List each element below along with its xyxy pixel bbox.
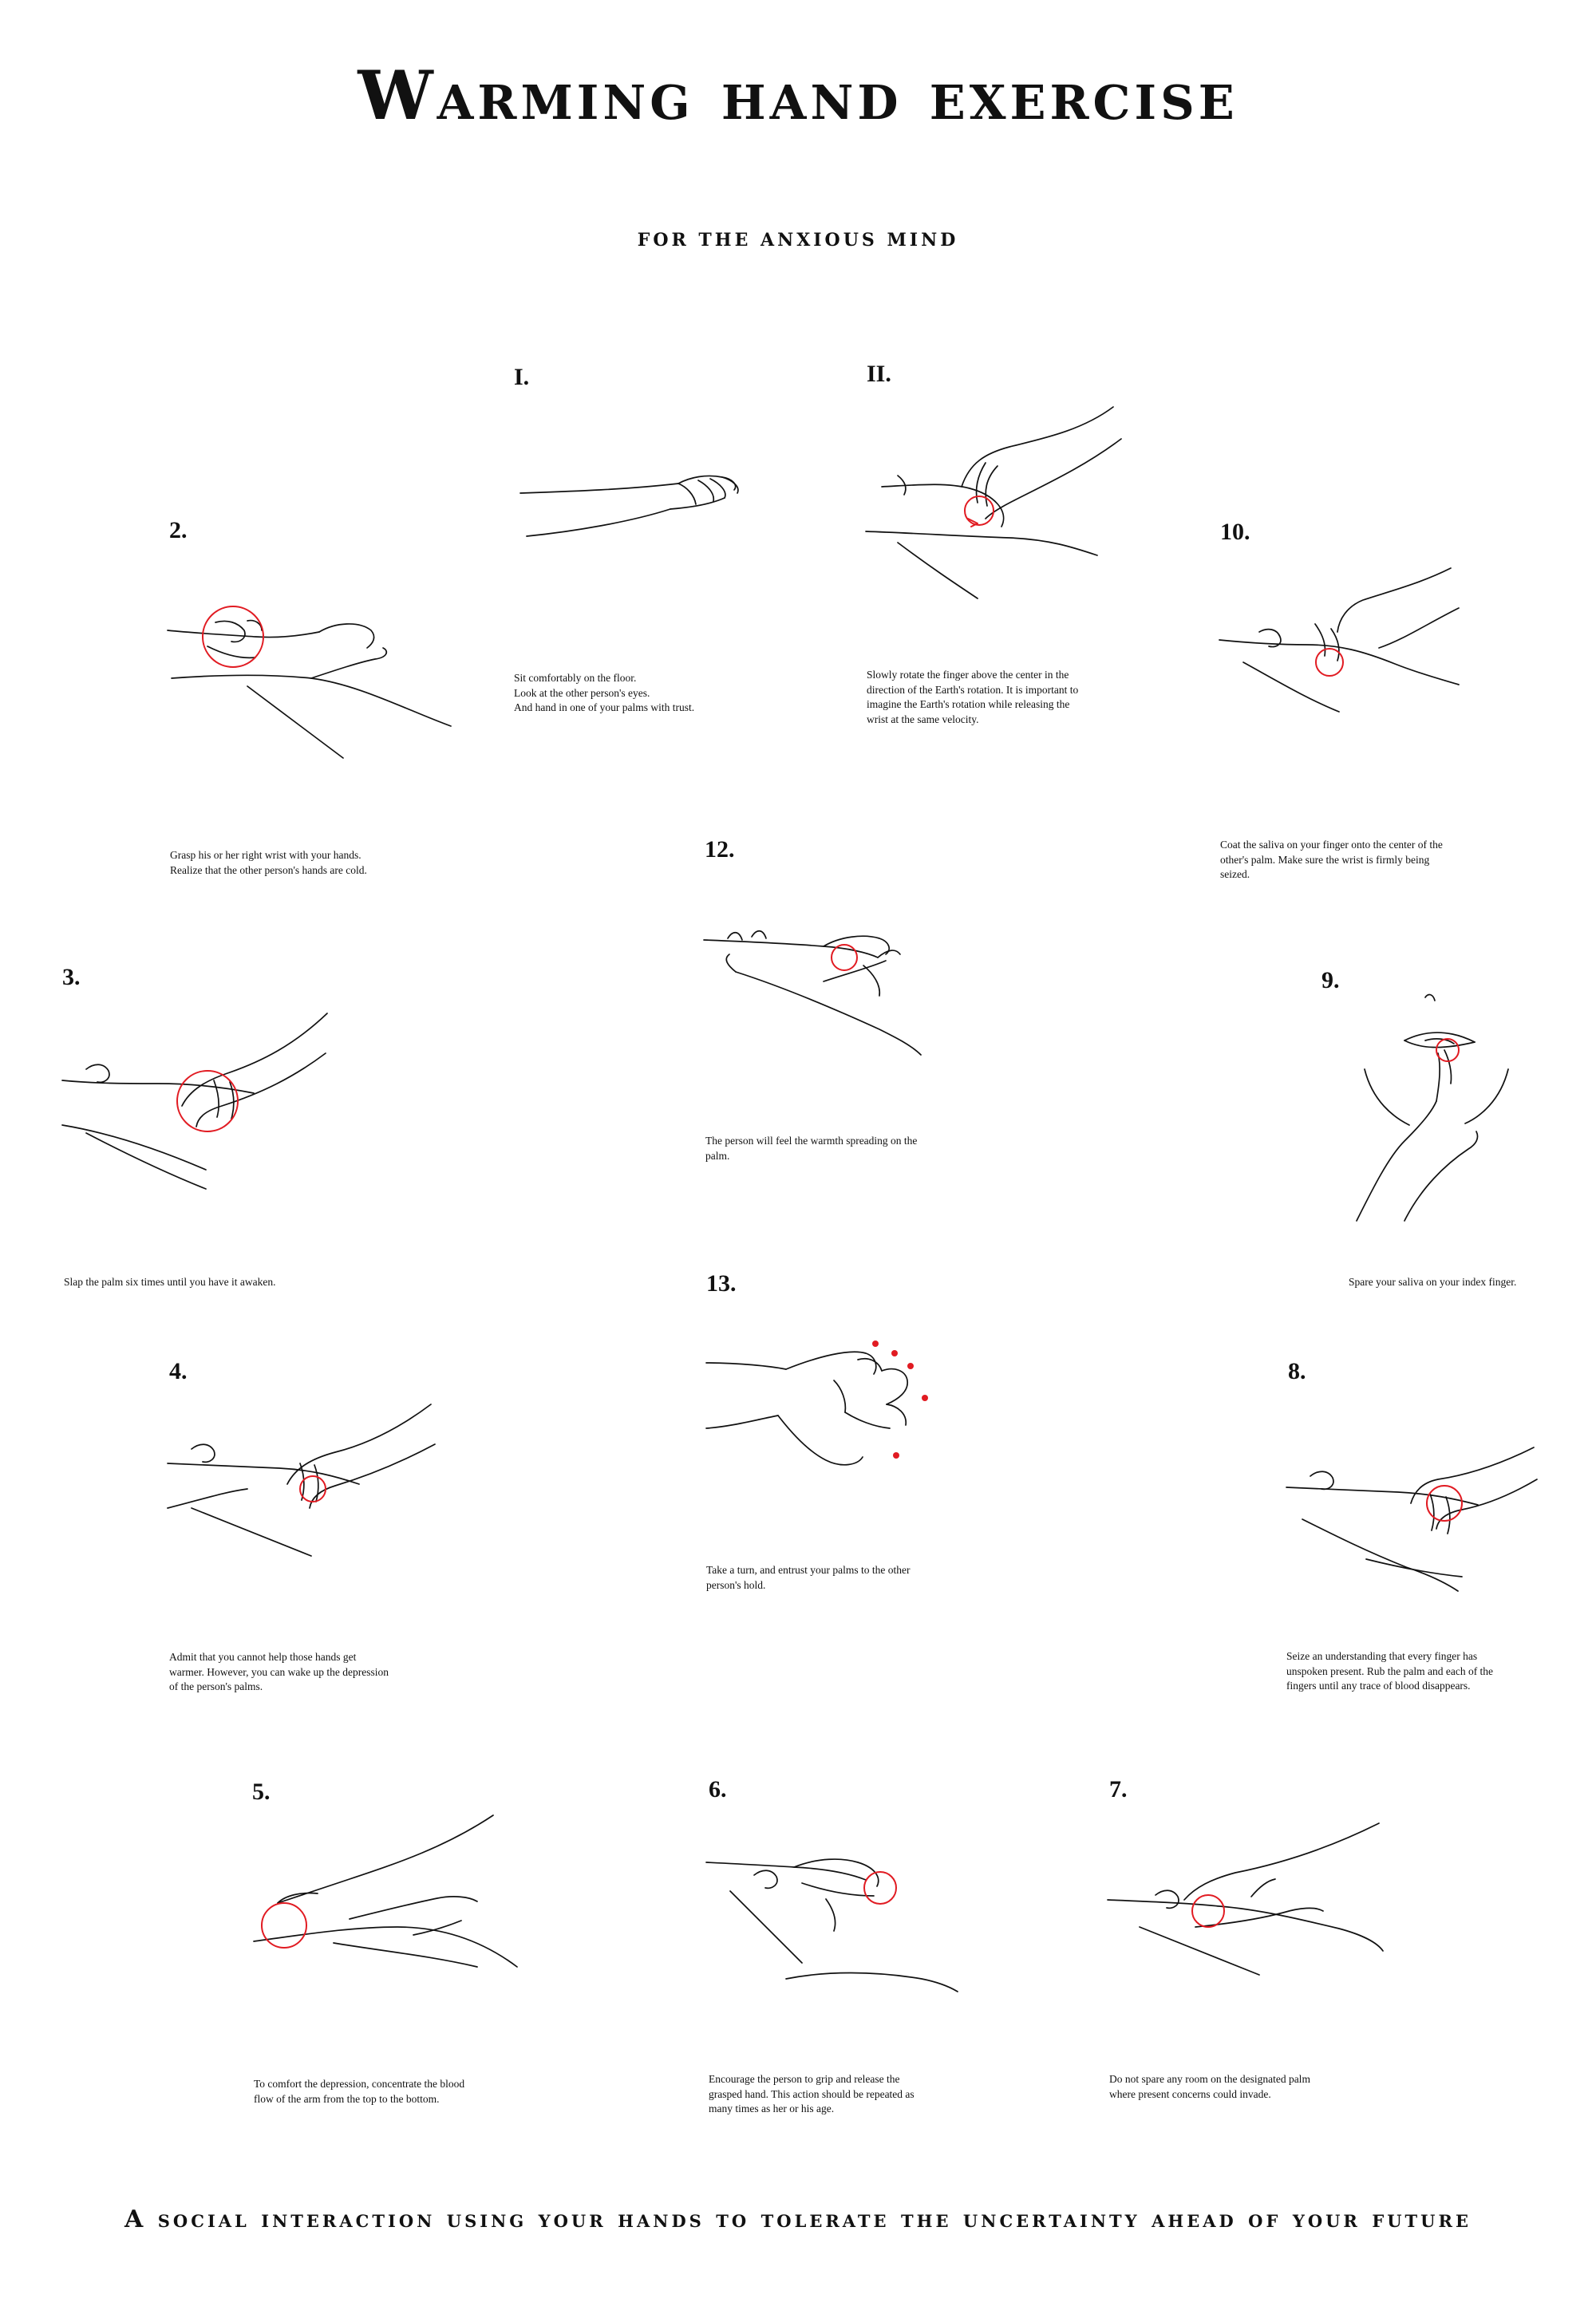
step-6-illustration	[705, 1858, 958, 1992]
step-5-caption: To comfort the depression, concentrate t…	[254, 2078, 465, 2105]
page-subtitle: FOR THE ANXIOUS MIND	[637, 230, 959, 251]
step-6-caption: Encourage the person to grip and release…	[709, 2073, 915, 2114]
step-5-illustration	[253, 1814, 518, 1968]
step-3-caption: Slap the palm six times until you have i…	[64, 1276, 276, 1288]
step-4-caption: Admit that you cannot help those hands g…	[169, 1651, 389, 1692]
step-1-caption: Sit comfortably on the floor.Look at the…	[514, 672, 695, 713]
step-11-illustration	[865, 406, 1122, 599]
step-7-number: 7.	[1109, 1776, 1128, 1803]
step-1-number: I.	[514, 364, 530, 390]
step-13-illustration	[705, 1341, 928, 1466]
page-title: Warming hand exercise	[358, 56, 1238, 135]
step-9-caption: Spare your saliva on your index finger.	[1349, 1276, 1517, 1288]
step-7-caption: Do not spare any room on the designated …	[1109, 2073, 1310, 2100]
step-12-number: 12.	[705, 836, 735, 863]
step-7-illustration	[1107, 1822, 1384, 1976]
step-8-illustration	[1286, 1447, 1538, 1592]
step-2-caption: Grasp his or her right wrist with your h…	[170, 849, 367, 876]
step-4-illustration	[167, 1404, 436, 1557]
step-13-caption: Take a turn, and entrust your palms to t…	[706, 1564, 911, 1591]
step-10-number: 10.	[1220, 519, 1250, 545]
step-13-number: 13.	[706, 1270, 737, 1297]
step-8-caption: Seize an understanding that every finger…	[1286, 1650, 1494, 1692]
step-3-number: 3.	[62, 964, 81, 990]
step-5-number: 5.	[252, 1779, 271, 1805]
page-footer: A social interaction using your hands to…	[124, 2205, 1472, 2233]
step-1-illustration	[519, 475, 739, 537]
step-10-caption: Coat the saliva on your finger onto the …	[1220, 839, 1443, 880]
step-6-number: 6.	[709, 1776, 727, 1803]
step-11-number: II.	[867, 361, 891, 387]
step-4-number: 4.	[169, 1358, 188, 1384]
step-9-illustration	[1356, 993, 1509, 1222]
step-12-illustration	[703, 930, 922, 1056]
step-2-illustration	[167, 606, 452, 759]
step-12-caption: The person will feel the warmth spreadin…	[705, 1135, 918, 1162]
step-9-number: 9.	[1321, 967, 1340, 993]
step-10-illustration	[1219, 567, 1460, 713]
step-3-illustration	[61, 1013, 328, 1190]
step-2-number: 2.	[169, 517, 188, 543]
step-8-number: 8.	[1288, 1358, 1306, 1384]
step-11-caption: Slowly rotate the finger above the cente…	[867, 669, 1079, 725]
